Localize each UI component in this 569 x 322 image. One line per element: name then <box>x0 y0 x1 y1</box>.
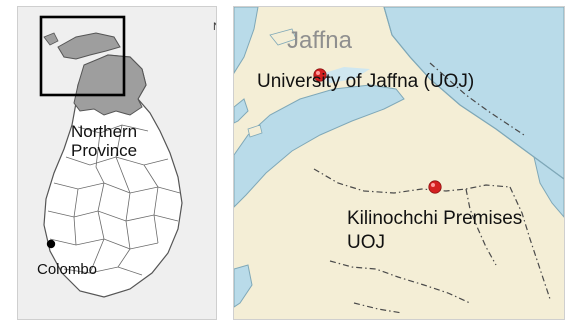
kilinochchi-marker <box>428 180 442 194</box>
northern-province-label-line1: Northern <box>71 122 138 141</box>
northern-province-label-line2: Province <box>71 141 138 160</box>
shallow-strip <box>318 67 370 83</box>
colombo-marker <box>46 239 56 249</box>
overview-map-panel: N Northern Province Colombo <box>17 6 217 320</box>
northern-island-small <box>43 32 59 46</box>
sea-northeast <box>383 7 564 180</box>
northern-province-region <box>73 54 147 116</box>
inset-frame <box>39 15 126 97</box>
sea-bottom-left <box>234 264 253 308</box>
kilinochchi-label: Kilinochchi Premises UOJ <box>347 207 522 255</box>
island-small-1 <box>269 28 297 46</box>
kilinochchi-label-line2: UOJ <box>347 232 385 253</box>
admin-boundaries <box>313 62 551 314</box>
northern-province-label: Northern Province <box>71 122 137 160</box>
sea-west-middle <box>234 98 249 124</box>
coast-line-northeast <box>383 7 564 180</box>
jaffna-detail-map <box>234 7 564 314</box>
edge-letter-label: N <box>213 21 216 33</box>
jaffna-label: Jaffna <box>287 27 352 54</box>
island-small-2 <box>247 124 263 138</box>
colombo-label: Colombo <box>37 261 98 278</box>
jaffna-peninsula <box>57 32 121 60</box>
uoj-marker <box>313 68 327 82</box>
sea-west-top <box>234 7 259 74</box>
lagoon <box>234 84 405 208</box>
kilinochchi-label-line1: Kilinochchi Premises <box>347 208 523 229</box>
uoj-label: University of Jaffna (UOJ) <box>257 71 475 92</box>
district-boundaries <box>47 124 181 276</box>
detail-map-panel: Jaffna University of Jaffna (UOJ) Kilino… <box>233 6 565 320</box>
sri-lanka-map <box>39 15 183 298</box>
